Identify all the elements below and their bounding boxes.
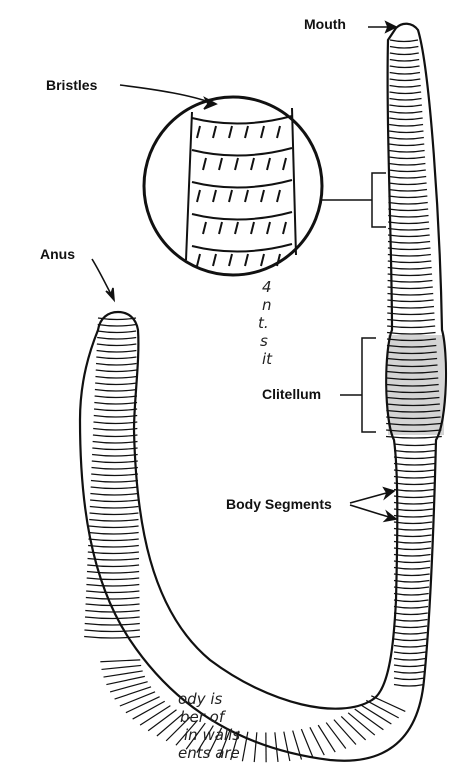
segment-ring [85, 617, 140, 619]
segment-ring [84, 630, 139, 632]
anus-label: Anus [40, 246, 75, 262]
body-segments-label: Body Segments [226, 496, 332, 512]
bristles-arrow [120, 85, 212, 103]
segment-ring [133, 701, 165, 719]
segment-ring [140, 706, 170, 725]
clitellum-band [388, 335, 444, 435]
cutoff-text-3: t. [258, 314, 269, 332]
segment-ring [120, 692, 155, 706]
cutoff-text-7: ber of [180, 708, 224, 726]
cutoff-text-5: it [262, 350, 272, 368]
segment-ring [104, 671, 143, 677]
cutoff-text-2: n [262, 296, 272, 314]
segment-ring [148, 710, 176, 731]
segment-ring [84, 637, 140, 639]
cutoff-text-8: in walls [184, 726, 240, 744]
anus-arrow [92, 259, 112, 296]
cutoff-text-1: 4 [262, 278, 272, 296]
cutoff-text-4: s [260, 332, 268, 350]
segment-ring [100, 660, 140, 662]
segment-ring [85, 624, 140, 626]
segment-ring [126, 697, 160, 713]
segments-arrow-2 [350, 505, 392, 518]
bristles-label: Bristles [46, 77, 97, 93]
inset-bracket [320, 173, 386, 227]
segment-ring [102, 665, 142, 669]
bristles-inset [144, 97, 322, 275]
cutoff-text-9: ents are [178, 744, 240, 762]
mouth-label: Mouth [304, 16, 346, 32]
segment-ring [106, 676, 144, 684]
cutoff-text-6: ody is [178, 690, 222, 708]
clitellum-bracket [340, 338, 376, 432]
segments-arrow-1 [350, 492, 390, 503]
clitellum-label: Clitellum [262, 386, 321, 402]
